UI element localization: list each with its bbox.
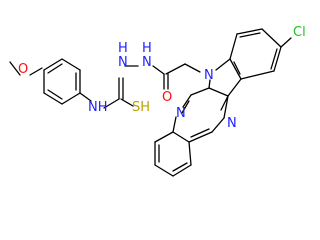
bond — [208, 79, 211, 89]
bond — [270, 48, 278, 70]
bond — [172, 116, 177, 133]
bond — [61, 92, 81, 105]
bond — [273, 46, 282, 72]
bond — [152, 65, 165, 75]
bond — [120, 98, 134, 107]
indole-nitrogen-label: N — [204, 68, 214, 83]
bond — [280, 37, 292, 48]
bond — [248, 70, 275, 78]
bond — [211, 117, 225, 133]
hydrazide-n-label: N — [142, 55, 152, 70]
sulfhydryl-label: SH — [132, 100, 150, 115]
indole-ring — [208, 58, 242, 97]
methoxyphenyl-ring — [43, 58, 81, 105]
chlorine-label: Cl — [293, 25, 306, 40]
bond — [47, 63, 63, 74]
bond — [188, 141, 192, 166]
bond — [240, 76, 250, 80]
hydrazide-h-label: H — [142, 41, 152, 56]
bond — [190, 87, 210, 96]
bond — [236, 28, 263, 35]
bond — [239, 32, 261, 38]
bond — [103, 98, 120, 109]
bond — [181, 100, 190, 114]
bond — [223, 95, 229, 119]
amide-nh-label: NH — [88, 100, 108, 115]
bond — [154, 164, 174, 177]
hydrazide-n-label: N — [118, 55, 128, 70]
bond — [154, 131, 174, 143]
bond — [220, 95, 229, 111]
methoxy-oxygen-label: O — [18, 62, 28, 77]
pyrazine-nitrogen-label: N — [176, 106, 186, 121]
bond — [165, 63, 186, 75]
bond — [172, 164, 192, 177]
bond — [172, 162, 188, 172]
bond — [79, 92, 92, 102]
bond — [227, 78, 242, 97]
structure-drawing: O NH N N H H SH O N Cl N N — [9, 25, 306, 177]
hydrazide-h-label: H — [118, 41, 128, 56]
molecule-diagram: O NH N N H H SH O N Cl N N — [9, 25, 306, 177]
bond — [229, 33, 238, 60]
chlorobenzene-ring — [229, 28, 292, 80]
bond — [215, 58, 231, 71]
bond — [29, 67, 43, 76]
benzo-ring — [154, 131, 192, 177]
bond — [172, 131, 190, 143]
bond — [182, 94, 192, 108]
bond — [9, 61, 21, 76]
bond — [188, 131, 213, 143]
bond — [61, 58, 81, 71]
bond — [208, 87, 229, 97]
pyrazine-nitrogen-label: N — [227, 116, 237, 131]
bond — [43, 58, 63, 71]
bond — [43, 92, 63, 105]
carbonyl-oxygen-label: O — [162, 90, 172, 105]
bond — [47, 89, 63, 100]
bond — [233, 61, 241, 75]
bond — [190, 128, 210, 138]
bond — [229, 58, 242, 80]
pyrazine-ring — [172, 87, 229, 143]
bond — [184, 63, 201, 73]
bond — [261, 28, 282, 48]
